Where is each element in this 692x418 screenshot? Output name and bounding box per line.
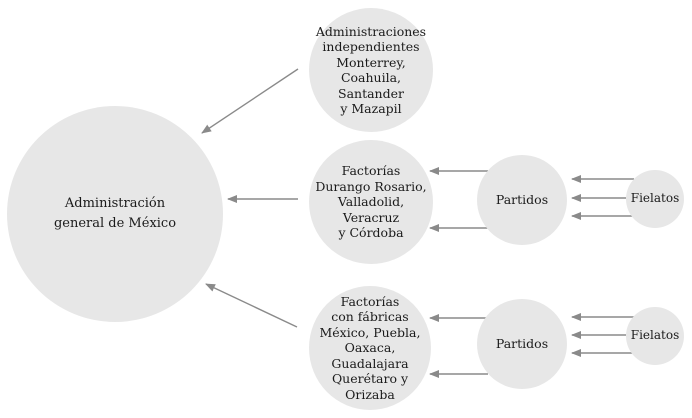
arrow-admin-to-general [201,68,299,134]
node-factorias-1: Factorías Durango Rosario, Valladolid, V… [309,140,433,264]
arrow-fact2-to-general [205,283,298,328]
node-fielatos-2-label: Fielatos [630,328,680,343]
node-administraciones-label: Administraciones independientes Monterre… [315,23,427,117]
node-fielatos-1: Fielatos [626,170,684,228]
node-fielatos-2: Fielatos [626,307,684,365]
node-factorias-2-label: Factorías con fábricas México, Puebla, O… [319,293,421,402]
node-partidos-2: Partidos [477,299,567,389]
node-fielatos-1-label: Fielatos [630,191,680,206]
node-factorias-1-label: Factorías Durango Rosario, Valladolid, V… [315,163,427,241]
node-partidos-1-label: Partidos [495,192,549,208]
node-factorias-2: Factorías con fábricas México, Puebla, O… [309,286,431,410]
node-partidos-2-label: Partidos [495,336,549,352]
node-partidos-1: Partidos [477,155,567,245]
node-administracion-general-label: Administración general de México [53,196,177,231]
node-administraciones-independientes: Administraciones independientes Monterre… [309,8,433,132]
node-administracion-general: Administración general de México [7,106,223,322]
